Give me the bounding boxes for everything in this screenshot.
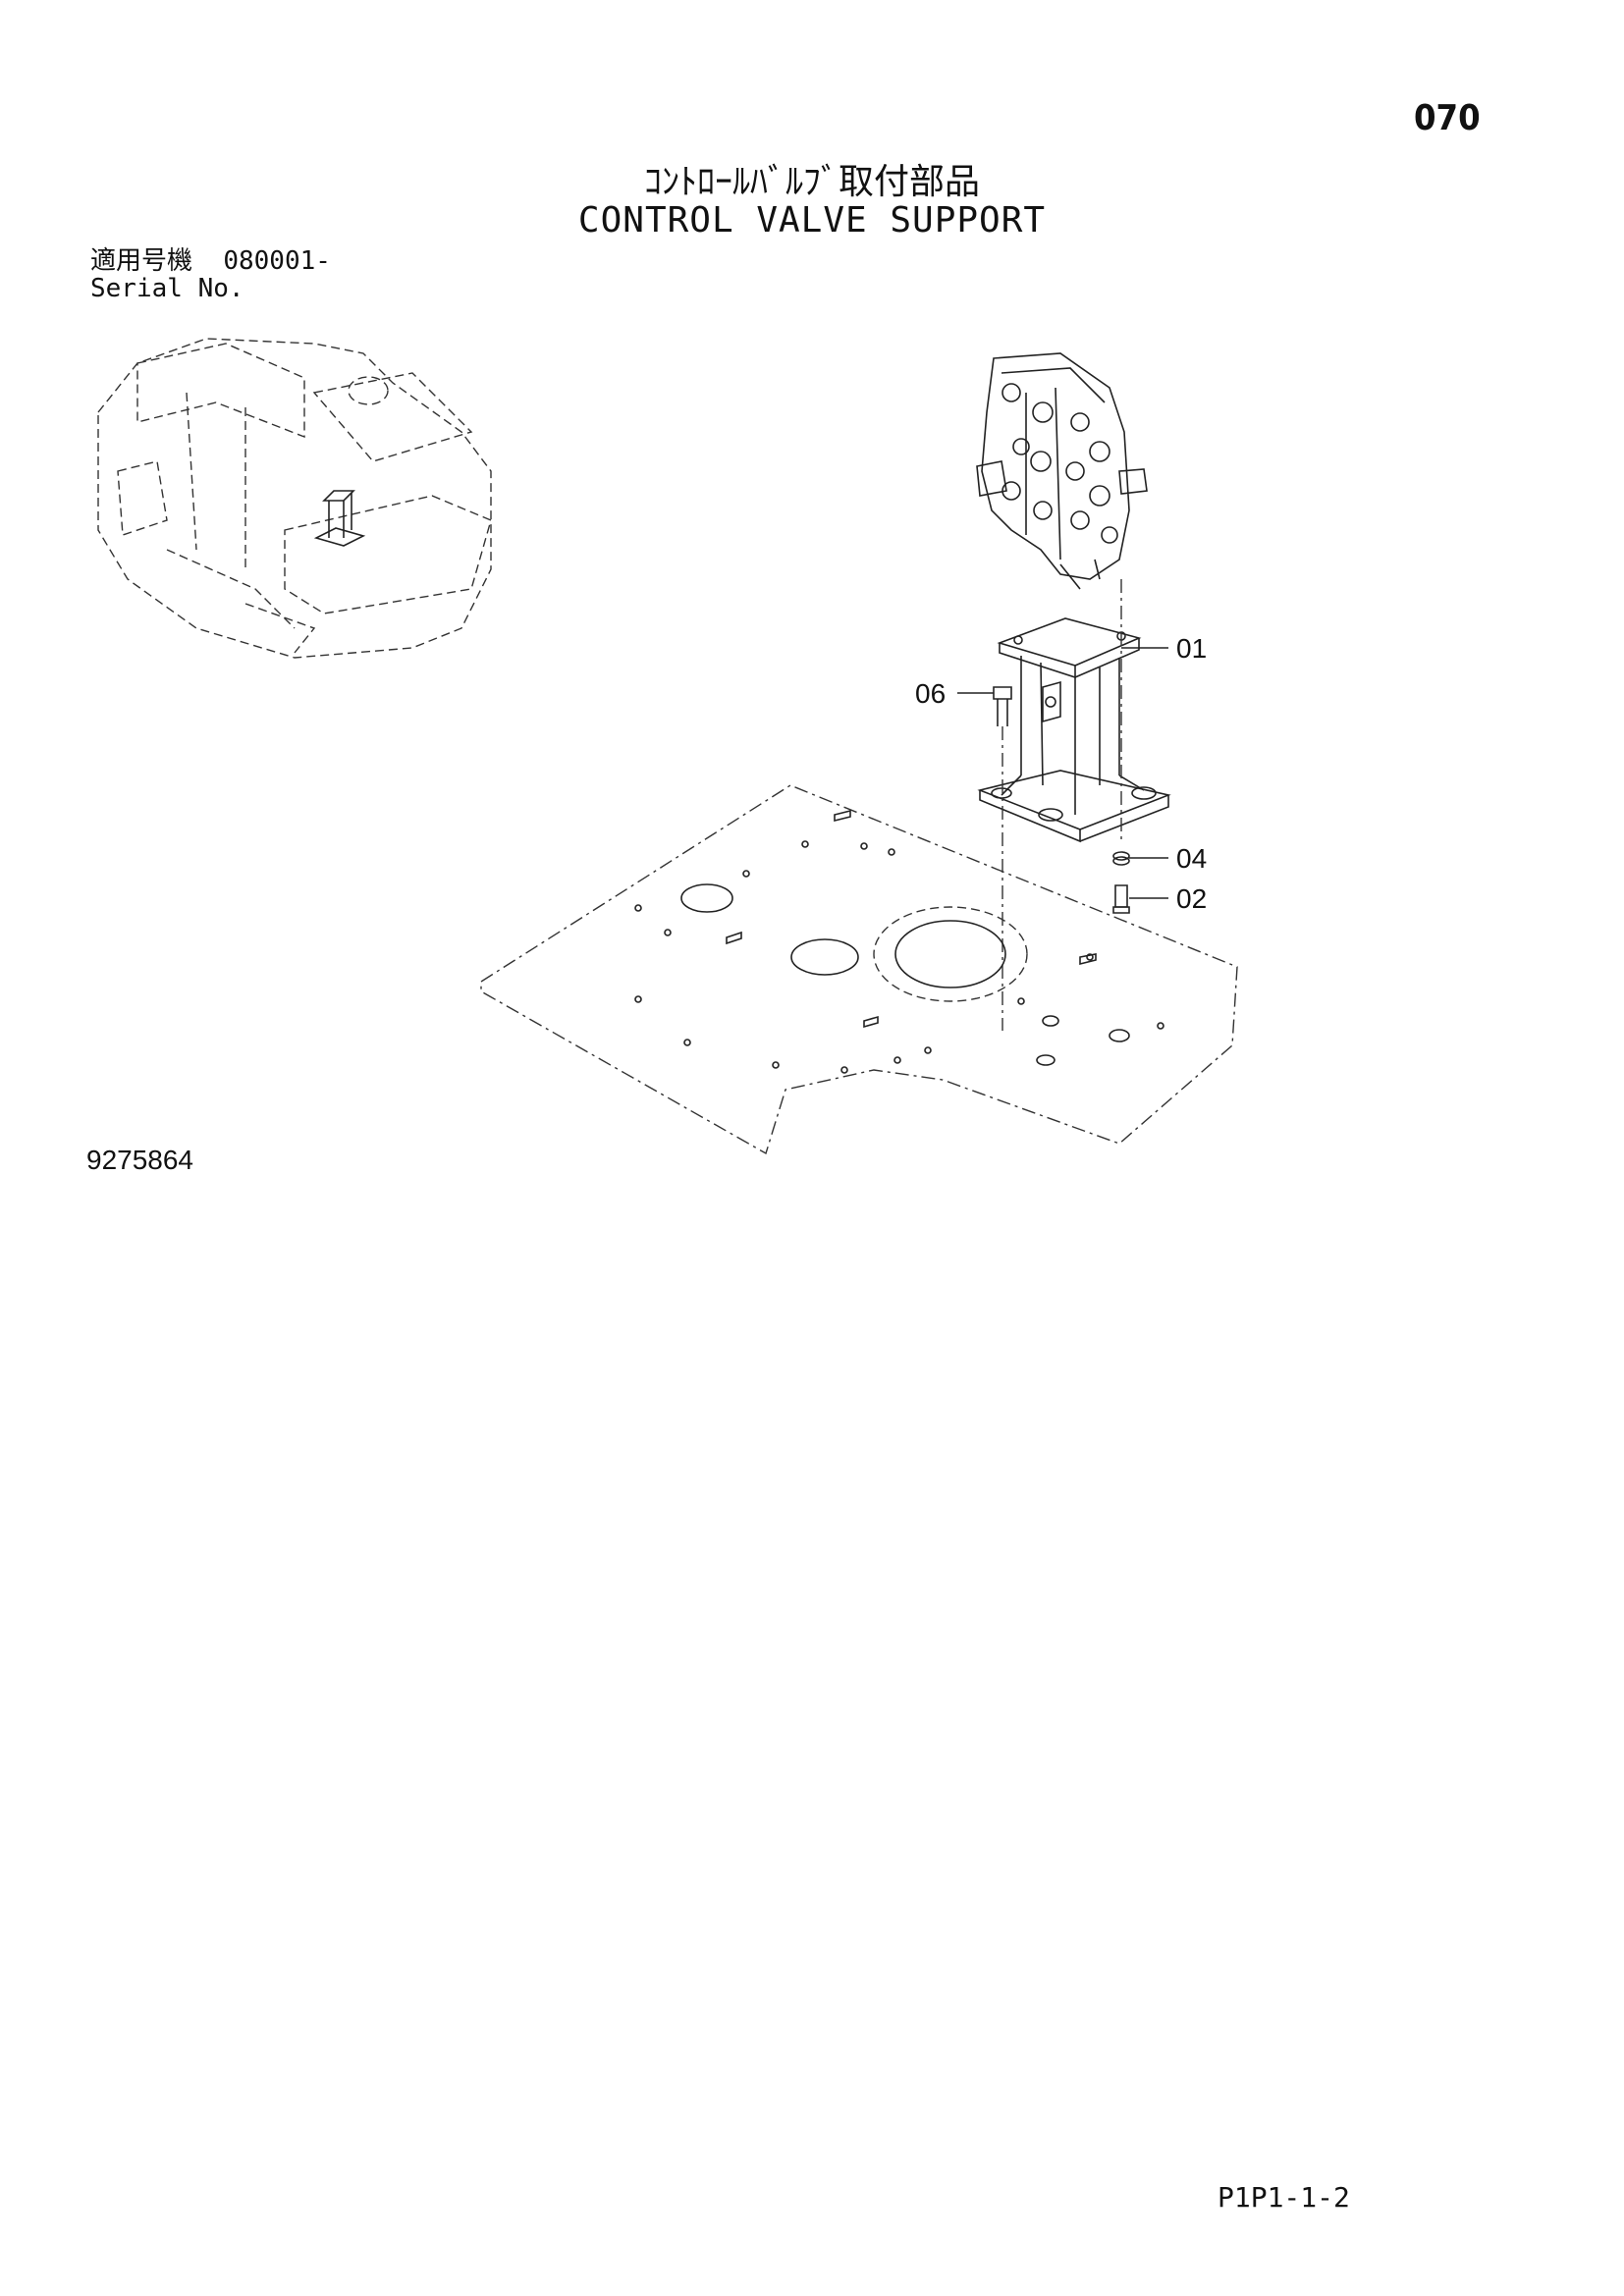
serial-value: 080001-	[223, 246, 331, 276]
support-stand-illustration	[977, 617, 1171, 843]
callout-02: 02	[1176, 883, 1207, 914]
page-reference: P1P1-1-2	[1218, 2181, 1350, 2214]
title-english: CONTROL VALVE SUPPORT	[577, 200, 1047, 240]
page-number: 070	[1414, 98, 1481, 138]
excavator-overview-illustration	[97, 338, 492, 659]
serial-row-jp: 適用号機 080001-	[90, 247, 331, 275]
washer-04-illustration	[1112, 851, 1130, 866]
serial-label-en: Serial No.	[90, 274, 244, 303]
callout-01: 01	[1176, 633, 1207, 664]
support-location-marker	[313, 490, 366, 547]
callout-04: 04	[1176, 843, 1207, 874]
bolt-02-illustration	[1112, 884, 1130, 914]
serial-number-block: 適用号機 080001- Serial No.	[90, 247, 331, 302]
serial-label-jp: 適用号機	[90, 246, 193, 276]
frame-plate-illustration	[480, 784, 1238, 1155]
control-valve-illustration	[976, 352, 1148, 590]
bolt-06-illustration	[993, 686, 1012, 1031]
title-japanese: ｺﾝﾄﾛｰﾙﾊﾞﾙﾌﾞ取付部品	[643, 162, 980, 202]
drawing-number: 9275864	[86, 1145, 194, 1175]
callout-06: 06	[915, 678, 946, 709]
